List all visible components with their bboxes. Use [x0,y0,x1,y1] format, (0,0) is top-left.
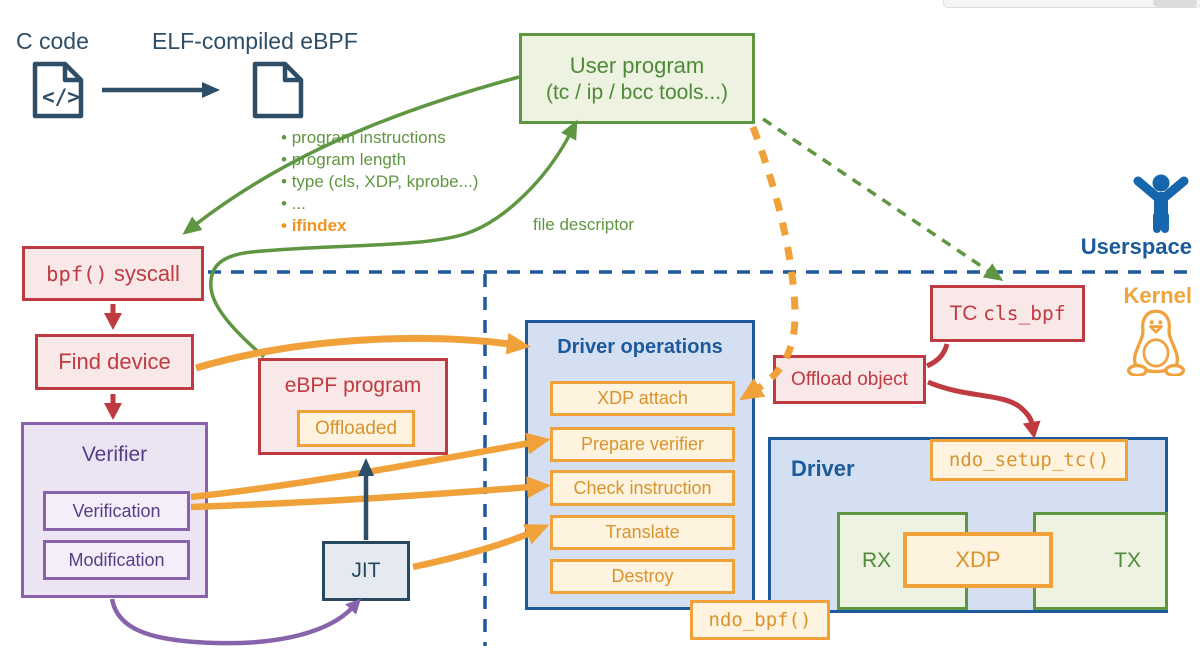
tc-prefix: TC [949,301,984,325]
browser-chrome-button [1153,0,1197,7]
find-device-box: Find device [35,334,194,390]
verifier-box: Verifier Verification Modification [21,422,208,598]
svg-text:</>: </> [42,85,80,109]
ebpf-program-box: eBPF program Offloaded [258,358,448,455]
verifier-title: Verifier [81,443,148,466]
bpf-syscall-rest: syscall [107,260,180,286]
op-xdp-attach: XDP attach [550,381,735,416]
user-person-icon [1133,174,1189,233]
ndo-bpf-box: ndo_bpf() [690,600,830,640]
link-tc-clsbpf-to-offload-object [925,343,950,369]
xdp-box: XDP [903,532,1053,588]
ndo-setup-tc-box: ndo_setup_tc() [930,439,1128,481]
tx-label: TX [1114,549,1141,572]
op-prepare-verifier: Prepare verifier [550,427,735,462]
modification-box: Modification [43,540,190,580]
elf-compiled-label: ELF-compiled eBPF [152,28,358,54]
syscall-args-list: program instructions program length type… [281,127,479,237]
arrow-jit-to-translate [412,524,550,571]
tux-icon [1126,309,1186,376]
c-code-label: C code [16,28,89,54]
user-program-subtitle: (tc / ip / bcc tools...) [545,80,729,104]
arrow-userprogram-to-tc-clsbpf [762,117,1004,281]
arrow-userprogram-to-xdp-attach [739,125,799,401]
kernel-label: Kernel [1123,283,1192,308]
rx-label: RX [862,549,892,572]
userspace-label: Userspace [1080,234,1192,259]
browser-chrome-sliver [943,0,1200,8]
arrow-offload-object-to-ndo-setup-tc [927,379,1041,439]
verification-box: Verification [43,491,190,531]
arrow-verifier-to-jit [109,598,361,646]
op-check-instruction: Check instruction [550,470,735,506]
offloaded-badge: Offloaded [297,410,415,447]
bpf-syscall-mono: bpf() [46,261,108,286]
op-translate: Translate [550,515,735,550]
user-program-box: User program (tc / ip / bcc tools...) [519,33,755,124]
tc-cls-bpf-mono: cls_bpf [983,302,1066,325]
bpf-syscall-box: bpf() syscall [22,246,204,301]
elf-file-icon [252,61,304,119]
driver-operations-title: Driver operations [557,336,723,358]
list-item: ... [281,193,478,215]
jit-box: JIT [322,541,410,601]
arrow-verification-to-check-instruction [190,476,551,511]
list-item: type (cls, XDP, kprobe...) [281,171,479,193]
offload-object-box: Offload object [773,355,926,404]
driver-operations-box: Driver operations XDP attach Prepare ver… [525,320,755,610]
ebpf-program-title: eBPF program [284,374,422,397]
file-descriptor-label: file descriptor [533,215,635,234]
op-destroy: Destroy [550,559,735,594]
tc-cls-bpf-box: TC cls_bpf [930,285,1085,342]
tx-box: TX [1033,512,1168,610]
list-item: program instructions [281,127,478,149]
list-item: program length [281,149,478,171]
c-source-file-icon: </> [32,61,84,119]
user-program-title: User program [569,52,705,78]
list-item: ifindex [281,215,478,237]
driver-title: Driver [791,456,855,481]
